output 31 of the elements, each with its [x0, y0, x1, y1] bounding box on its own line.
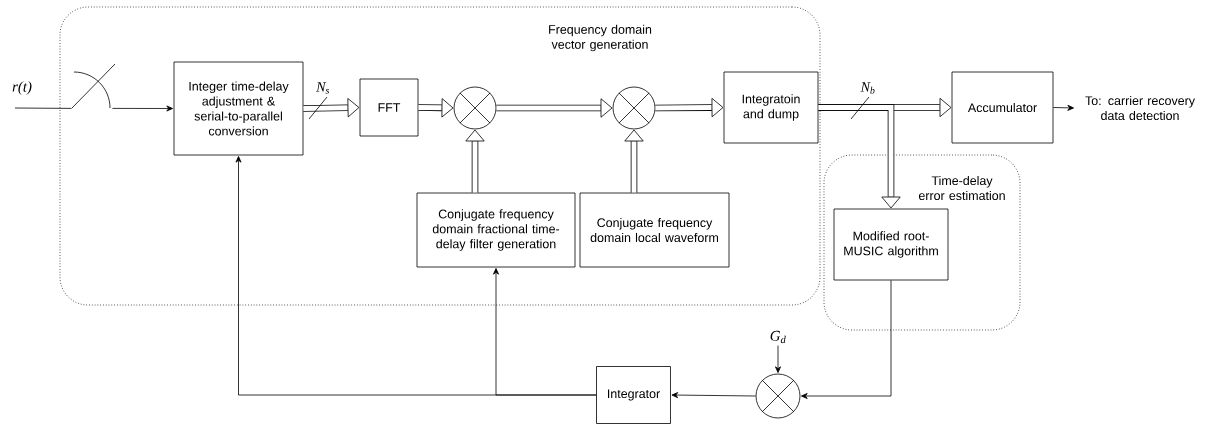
hollow-arrow: [655, 97, 724, 118]
hollow-arrow: [418, 98, 454, 118]
edge-label: N$_{b}$: [860, 82, 875, 94]
hollow-arrow: [465, 129, 485, 193]
hollow-arrow: [303, 98, 360, 118]
multiplier-symbol: [612, 86, 656, 130]
output-text: To: carrier recovery data detection: [1085, 95, 1195, 121]
hollow-arrow: [818, 104, 901, 209]
process-box: Integratoin and dump: [723, 71, 819, 144]
process-box: Integrator: [596, 366, 671, 424]
line: [14, 107, 72, 109]
process-box: Accumulator: [951, 71, 1054, 144]
gain-label: G$_{d}$: [770, 330, 786, 344]
process-box: Integer time-delay adjustment & serial-to-parallel conversion: [173, 61, 304, 156]
process-box: Conjugate frequency domain fractional time-delay filter generation: [416, 192, 576, 268]
arrow: [493, 268, 597, 396]
hollow-arrow: [624, 129, 644, 193]
edge-label: N$_{s}$: [316, 82, 329, 94]
hollow-arrow: [496, 98, 613, 118]
signal-label: r(t): [12, 81, 32, 95]
multiplier-symbol: [453, 86, 497, 130]
arrow: [112, 105, 173, 112]
switch-symbol: [71, 63, 116, 109]
process-box: Conjugate frequency domain local waveform: [579, 192, 730, 268]
multiplier-symbol: [755, 373, 801, 419]
arrow: [671, 392, 756, 399]
process-box: Modified root-MUSIC algorithm: [833, 208, 949, 281]
process-box: FFT: [359, 78, 419, 137]
arrow: [1053, 104, 1074, 111]
arrow: [775, 345, 781, 373]
arrow: [801, 280, 892, 399]
